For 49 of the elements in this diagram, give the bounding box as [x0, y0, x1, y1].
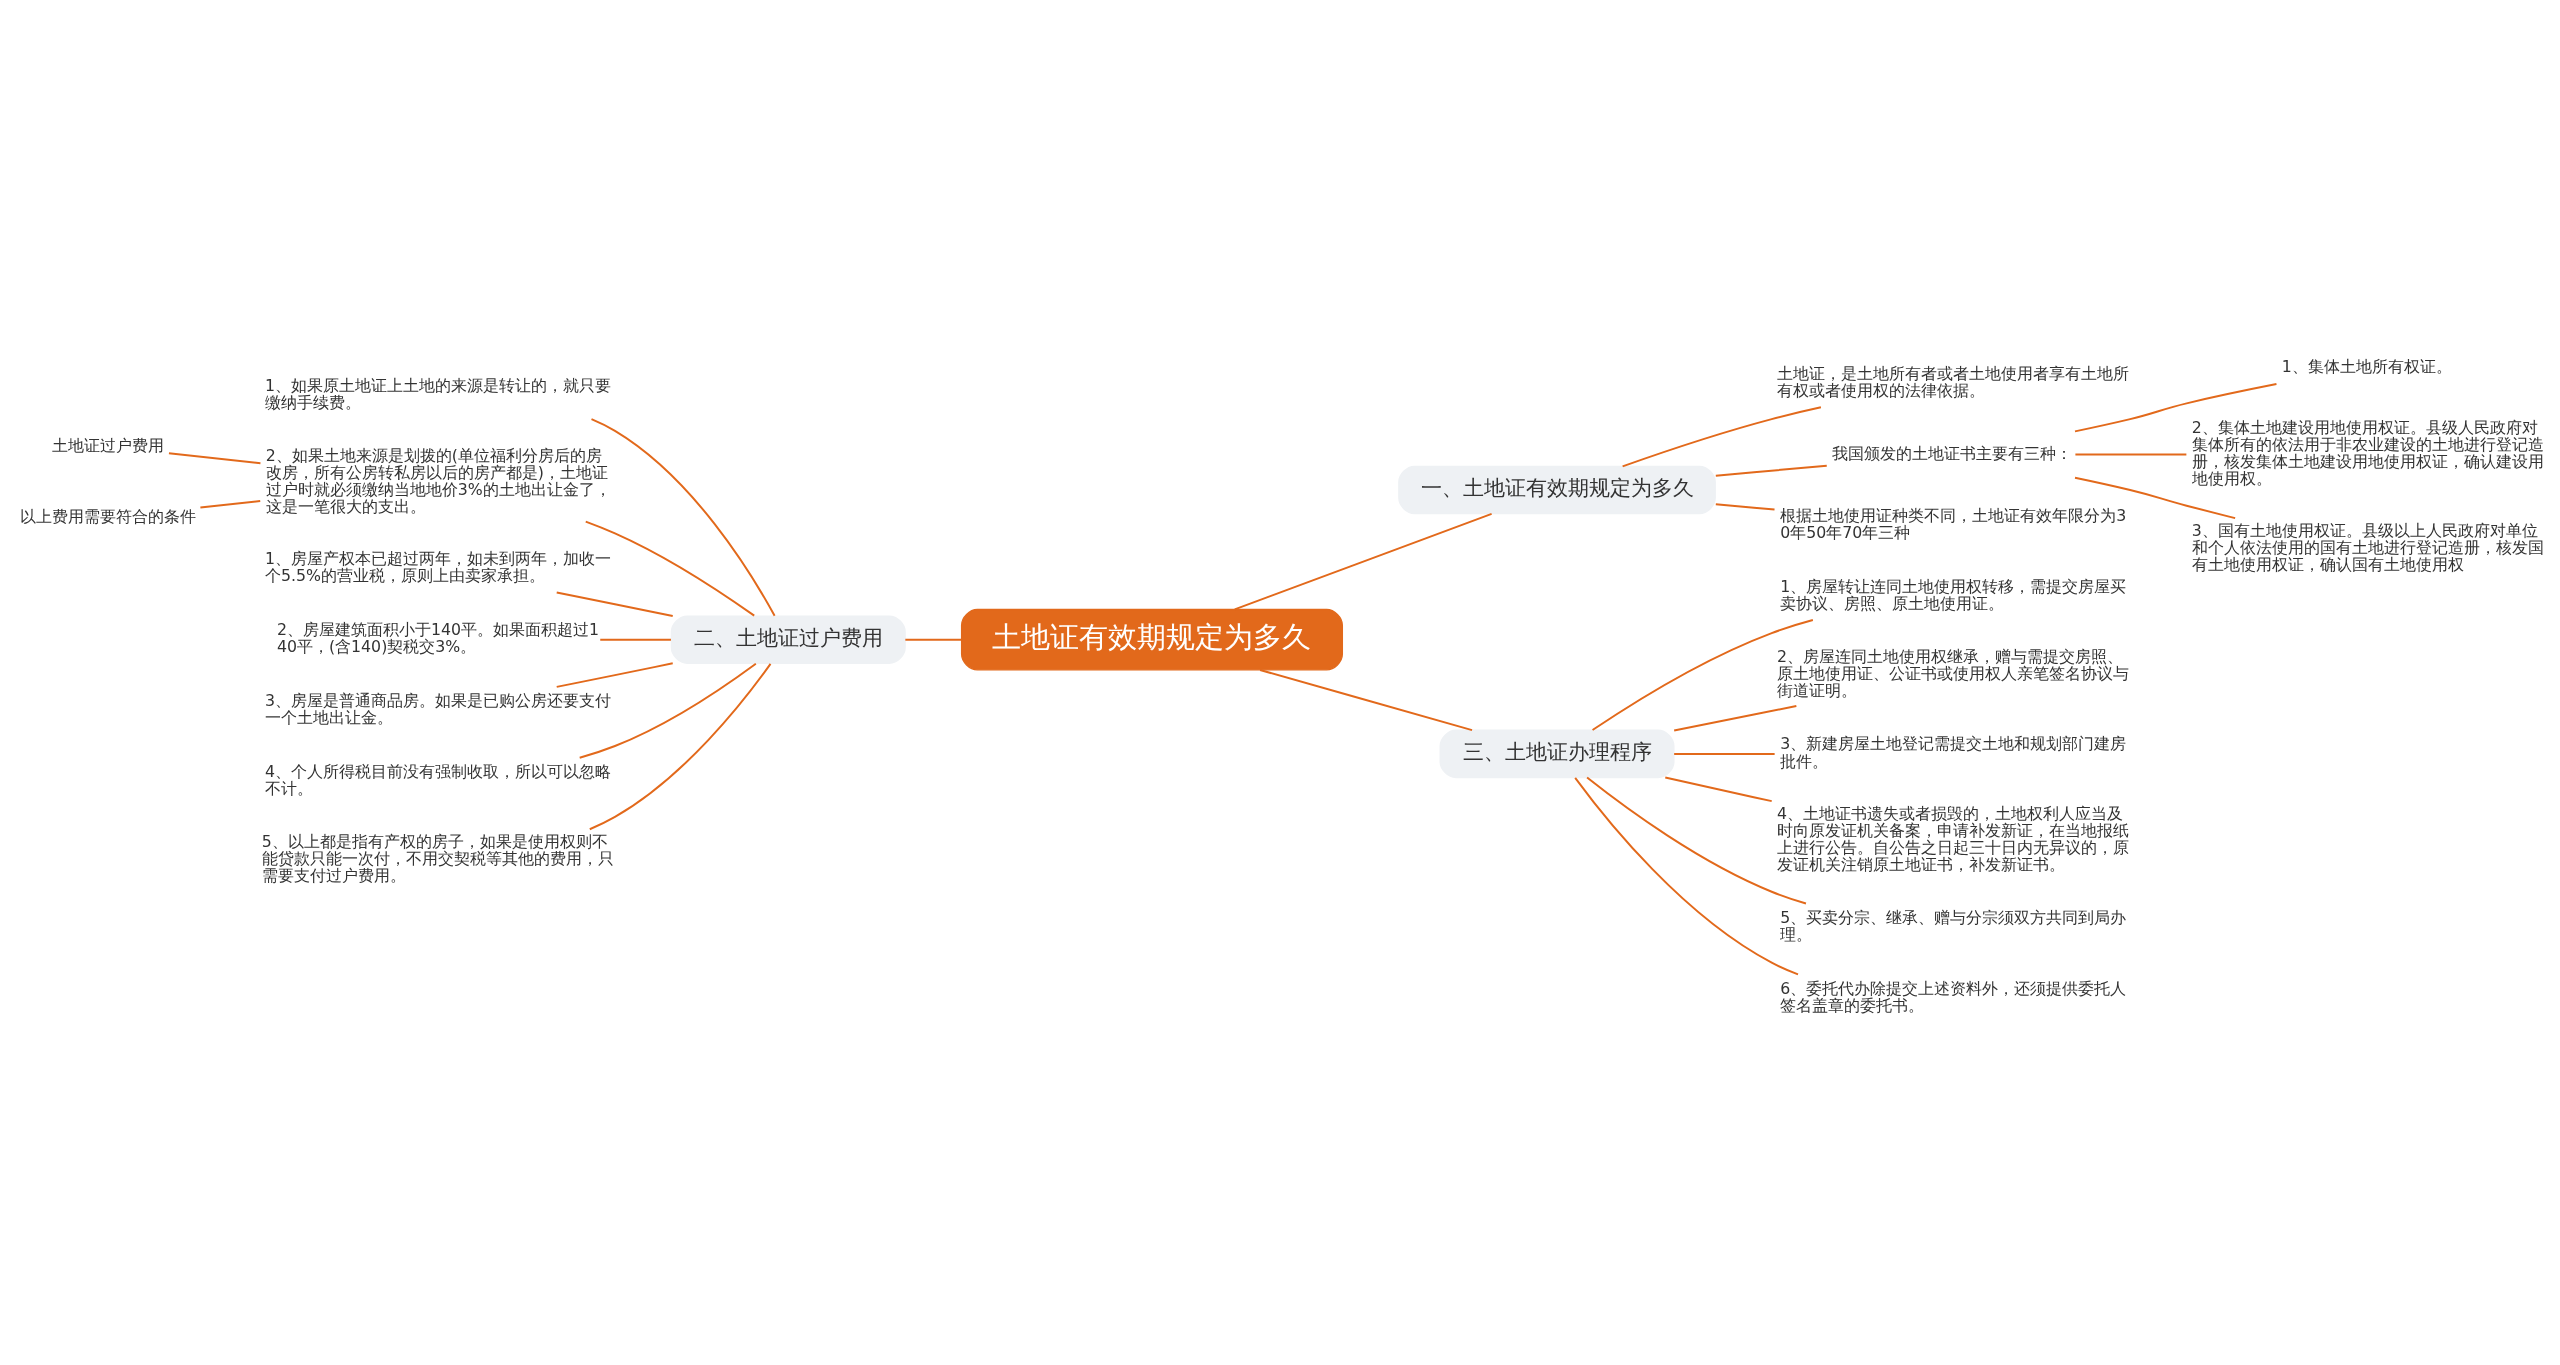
node-text: 1、集体土地所有权证。 [2281, 356, 2452, 376]
node-box: 二、土地证过户费用 [670, 614, 906, 664]
node-text: 以上费用需要符合的条件 [20, 506, 197, 526]
connector [590, 417, 776, 617]
node-text: 土地证过户费用 [51, 435, 164, 455]
node-text: 4、土地证书遗失或者损毁的，土地权利人应当及时向原发证机关备案，申请补发新证，在当地报纸上进行公告。自公告之日起三十日内无异议的，原发证机关注销原土地证书，补发新证书。 [1776, 803, 2129, 874]
node-text: 5、买卖分宗、继承、赠与分宗须双方共同到局办理。 [1780, 907, 2127, 944]
node-text: 3、新建房屋土地登记需提交土地和规划部门建房批件。 [1780, 733, 2127, 771]
node-text: 2、房屋连同土地使用权继承，赠与需提交房照、原土地使用证、公证书或使用权人亲笔签名协议与街道证明。 [1776, 646, 2129, 700]
node-text: 3、房屋是普通商品房。如果是已购公房还要支付一个土地出让金。 [265, 690, 612, 727]
node-text: 1、房屋产权本已超过两年，如未到两年，加收一个5.5%的营业税，原则上由卖家承担。 [265, 548, 612, 585]
connector [1586, 776, 1807, 904]
connector [1664, 776, 1773, 802]
node-text: 1、如果原土地证上土地的来源是转让的，就只要缴纳手续费。 [265, 375, 612, 412]
connector [555, 661, 674, 688]
connector [555, 591, 674, 617]
connector [167, 451, 262, 464]
connector [1259, 668, 1474, 731]
connector [599, 638, 672, 641]
connector [1591, 618, 1814, 731]
node-text: 2、房屋建筑面积小于140平。如果面积超过140平，(含140)契税交3%。 [276, 619, 599, 656]
connector [578, 662, 757, 759]
node-box: 一、土地证有效期规定为多久 [1398, 465, 1716, 514]
connector [1714, 464, 1828, 477]
connector [2074, 476, 2237, 519]
connector [588, 662, 772, 830]
connector [584, 520, 756, 617]
node-text: 土地证，是土地所有者或者土地使用者享有土地所有权或者使用权的法律依据。 [1776, 363, 2129, 400]
node-text: 2、集体土地建设用地使用权证。县级人民政府对集体所有的依法用于非农业建设的土地进行登记造册，核发集体土地建设用地使用权证，确认建设用地使用权。 [2191, 417, 2544, 488]
connector [904, 638, 963, 641]
node-text: 5、以上都是指有产权的房子，如果是使用权则不能贷款只能一次付，不用交契税等其他的费用，只需要支付过户费用。 [261, 831, 614, 885]
node-text: 6、委托代办除提交上述资料外，还须提供委托人签名盖章的委托书。 [1780, 978, 2127, 1015]
connector [199, 499, 262, 509]
connector [2074, 453, 2188, 456]
node-box: 土地证有效期规定为多久 [960, 608, 1344, 671]
connector [1673, 704, 1798, 732]
connector [1233, 512, 1493, 610]
connector [1714, 502, 1776, 511]
node-text: 4、个人所得税目前没有强制收取，所以可以忽略不计。 [265, 761, 612, 798]
connector [1574, 776, 1799, 975]
node-text: 2、如果土地来源是划拨的(单位福利分房后的房改房，所有公房转私房以后的房产都是)，土地证过户时就必须缴纳当地地价3%的土地出让金了，这是一笔很大的支出。 [265, 445, 611, 516]
node-text: 我国颁发的土地证书主要有三种： [1832, 443, 2073, 463]
connector [1673, 752, 1776, 755]
node-text: 3、国有土地使用权证。县级以上人民政府对单位和个人依法使用的国有土地进行登记造册，核发国有土地使用权证，确认国有土地使用权 [2191, 520, 2544, 574]
node-text: 1、房屋转让连同土地使用权转移，需提交房屋买卖协议、房照、原土地使用证。 [1780, 576, 2127, 613]
node-text: 根据土地使用证种类不同，土地证有效年限分为30年50年70年三种 [1780, 505, 2127, 542]
connector [2074, 382, 2278, 432]
connector [1621, 405, 1822, 467]
node-box: 三、土地证办理程序 [1439, 729, 1675, 778]
